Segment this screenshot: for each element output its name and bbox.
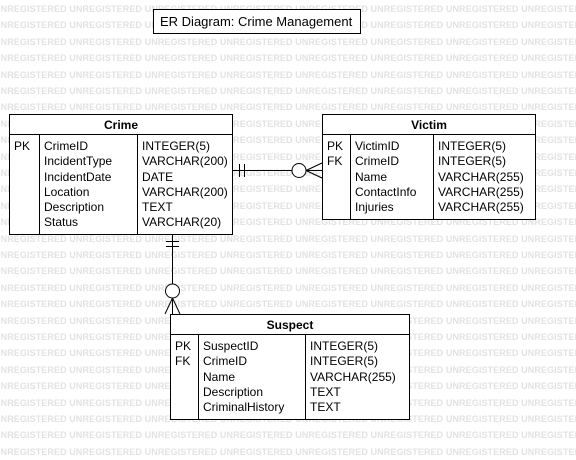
entity-suspect[interactable]: Suspect PK FK SuspectID CrimeID Name Des… bbox=[170, 314, 410, 420]
victim-type: VARCHAR(255) bbox=[438, 184, 524, 199]
suspect-crowfoot-right bbox=[172, 297, 181, 315]
crime-type: DATE bbox=[142, 169, 174, 184]
crime-type: INTEGER(5) bbox=[142, 139, 211, 153]
victim-crowfoot-top bbox=[305, 162, 323, 171]
crime-field-column: CrimeID IncidentType IncidentDate Locati… bbox=[40, 135, 138, 234]
crime-key-column: PK bbox=[10, 135, 40, 234]
suspect-field: CriminalHistory bbox=[203, 400, 285, 415]
suspect-type: VARCHAR(255) bbox=[310, 369, 396, 384]
crime-type-column: INTEGER(5) VARCHAR(200) DATE VARCHAR(200… bbox=[138, 135, 232, 234]
suspect-field-column: SuspectID CrimeID Name Description Crimi… bbox=[199, 335, 306, 419]
suspect-type: INTEGER(5) bbox=[310, 339, 379, 353]
suspect-type-column: INTEGER(5) INTEGER(5) VARCHAR(255) TEXT … bbox=[306, 335, 409, 419]
victim-end-zero-circle bbox=[291, 163, 307, 178]
suspect-type: TEXT bbox=[310, 400, 341, 415]
suspect-field: CrimeID bbox=[203, 354, 247, 369]
victim-type-column: INTEGER(5) INTEGER(5) VARCHAR(255) VARCH… bbox=[434, 135, 535, 219]
crime-field: Status bbox=[44, 215, 79, 230]
crime-type: VARCHAR(200) bbox=[142, 184, 228, 199]
victim-field: Injuries bbox=[355, 200, 394, 215]
crime-field: Description bbox=[44, 200, 105, 215]
entity-crime-title: Crime bbox=[10, 115, 232, 135]
relationship-crime-suspect[interactable] bbox=[164, 235, 181, 315]
victim-field: CrimeID bbox=[355, 154, 399, 169]
victim-crowfoot-bottom bbox=[305, 170, 323, 179]
entity-victim-title: Victim bbox=[323, 115, 535, 135]
suspect-type: TEXT bbox=[310, 384, 341, 399]
victim-key: PK bbox=[327, 139, 344, 153]
crime-type: VARCHAR(200) bbox=[142, 154, 228, 169]
crime-type: TEXT bbox=[142, 200, 173, 215]
suspect-key: PK bbox=[175, 339, 192, 353]
victim-key: FK bbox=[327, 154, 343, 169]
suspect-field: Description bbox=[203, 384, 264, 399]
suspect-key-column: PK FK bbox=[171, 335, 199, 419]
entity-victim[interactable]: Victim PK FK VictimID CrimeID Name Conta… bbox=[322, 114, 536, 220]
suspect-end-zero-circle bbox=[165, 283, 180, 299]
diagram-title[interactable]: ER Diagram: Crime Management bbox=[153, 9, 361, 34]
crime-type: VARCHAR(20) bbox=[142, 215, 222, 230]
victim-key-column: PK FK bbox=[323, 135, 351, 219]
crime-field: Location bbox=[44, 184, 90, 199]
suspect-crowfoot-left bbox=[164, 297, 173, 315]
victim-type: INTEGER(5) bbox=[438, 139, 507, 153]
suspect-field: SuspectID bbox=[203, 339, 259, 353]
victim-type: VARCHAR(255) bbox=[438, 169, 524, 184]
victim-type: VARCHAR(255) bbox=[438, 200, 524, 215]
victim-field-column: VictimID CrimeID Name ContactInfo Injuri… bbox=[351, 135, 434, 219]
victim-field: ContactInfo bbox=[355, 184, 417, 199]
victim-field: VictimID bbox=[355, 139, 400, 153]
crime-key: PK bbox=[14, 139, 31, 153]
victim-type: INTEGER(5) bbox=[438, 154, 507, 169]
suspect-key: FK bbox=[175, 354, 191, 369]
crime-field: IncidentType bbox=[44, 154, 113, 169]
entity-crime[interactable]: Crime PK CrimeID IncidentType IncidentDa… bbox=[9, 114, 233, 235]
crime-field: IncidentDate bbox=[44, 169, 112, 184]
suspect-type: INTEGER(5) bbox=[310, 354, 379, 369]
victim-field: Name bbox=[355, 169, 388, 184]
entity-suspect-title: Suspect bbox=[171, 315, 409, 335]
crime-field: CrimeID bbox=[44, 139, 88, 153]
suspect-field: Name bbox=[203, 369, 236, 384]
relationship-crime-victim[interactable] bbox=[233, 162, 323, 179]
